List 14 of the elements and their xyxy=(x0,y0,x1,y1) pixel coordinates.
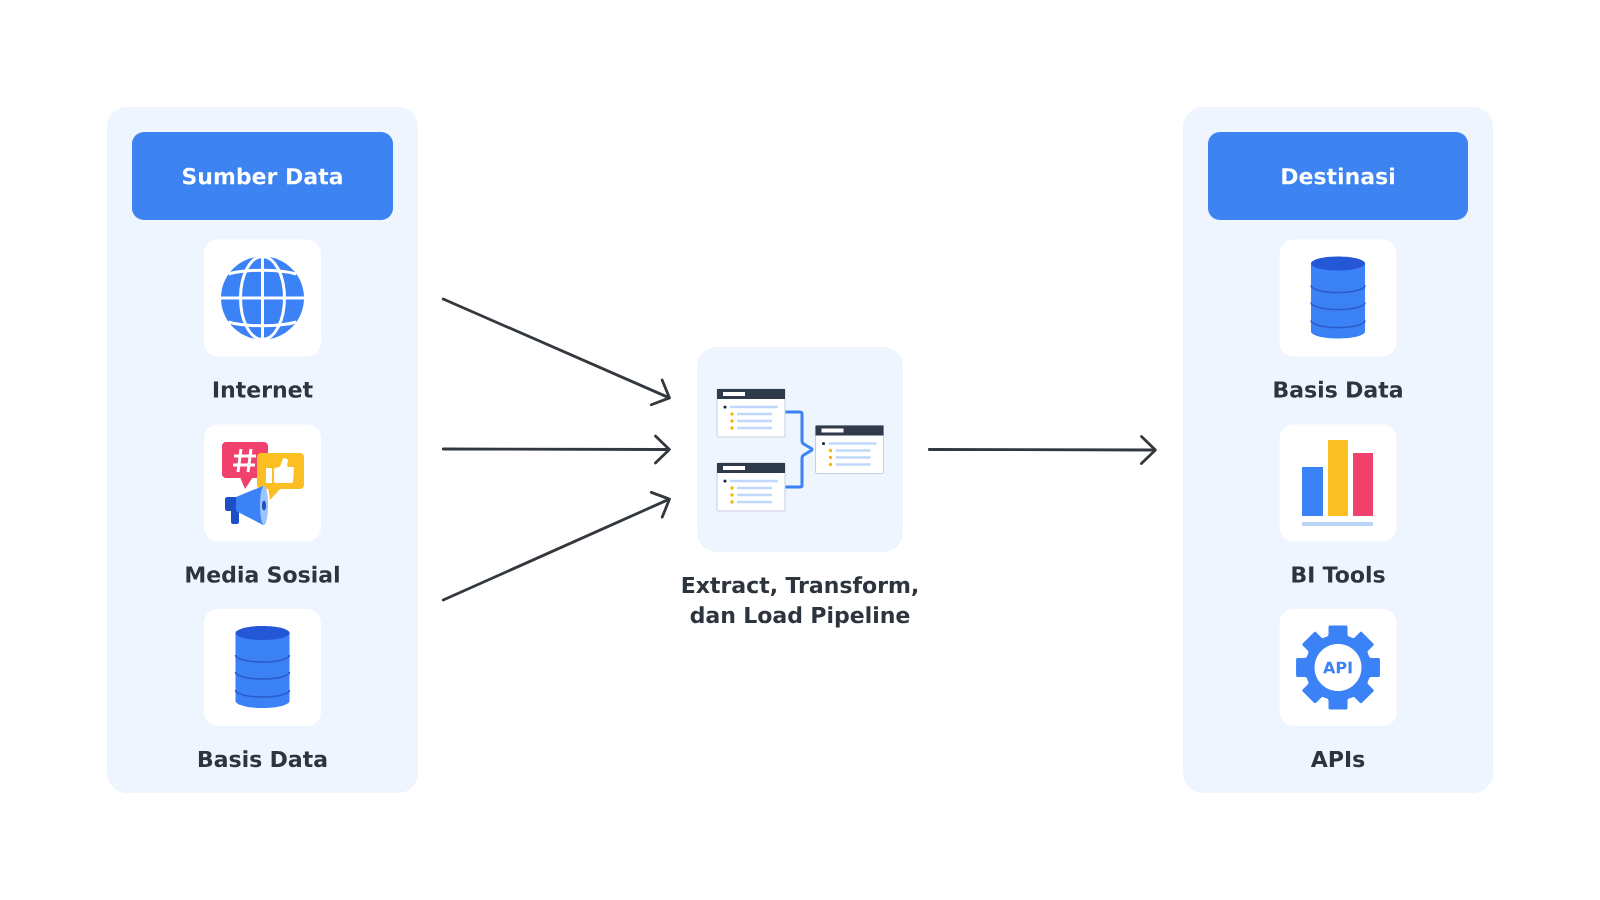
item-label: Basis Data xyxy=(198,750,327,768)
item-label: Internet xyxy=(213,381,313,398)
item-label: APIs xyxy=(1310,750,1365,768)
header-box: Sumber Data xyxy=(132,132,393,220)
item-label: Media Sosial xyxy=(186,565,339,583)
item-label: Extract, Transform, dan Load Pipeline xyxy=(682,576,918,628)
header-box: Destinasi xyxy=(1208,132,1468,220)
item-label: BI Tools xyxy=(1292,565,1385,583)
item-label: Basis Data xyxy=(1274,380,1402,398)
arrow xyxy=(441,297,671,407)
arrow xyxy=(927,435,1157,465)
arrow xyxy=(441,491,671,602)
arrow xyxy=(441,434,671,465)
icon-text: API xyxy=(1323,661,1352,674)
